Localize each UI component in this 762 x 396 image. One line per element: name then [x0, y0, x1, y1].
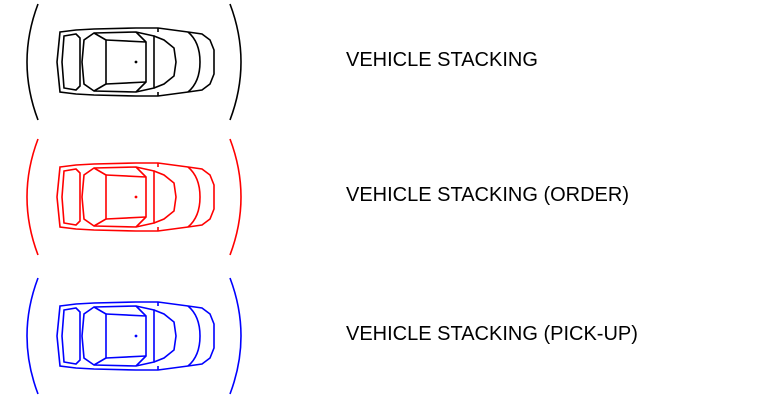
legend-label: VEHICLE STACKING	[346, 49, 538, 71]
legend-label: VEHICLE STACKING (PICK-UP)	[346, 323, 638, 345]
legend-item-vehicle-stacking-order: VEHICLE STACKING (ORDER)	[0, 137, 762, 257]
car-top-view-icon	[26, 3, 242, 121]
legend-item-vehicle-stacking-pick-up: VEHICLE STACKING (PICK-UP)	[0, 276, 762, 396]
legend-label: VEHICLE STACKING (ORDER)	[346, 184, 629, 206]
car-top-view-icon	[26, 277, 242, 395]
car-top-view-icon	[26, 138, 242, 256]
legend-item-vehicle-stacking: VEHICLE STACKING	[0, 2, 762, 122]
